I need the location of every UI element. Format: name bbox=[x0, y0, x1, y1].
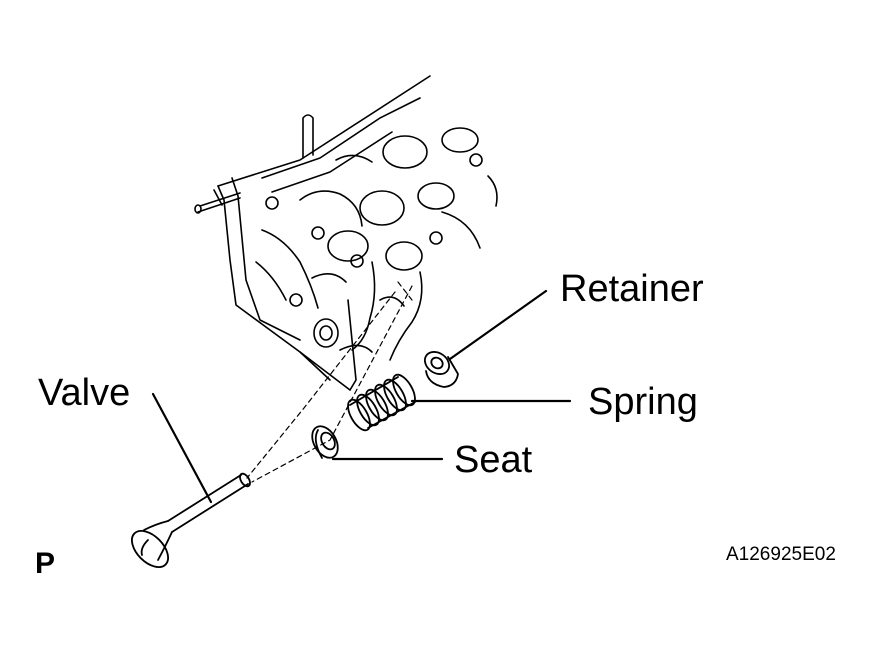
spring-label: Spring bbox=[588, 381, 698, 423]
valve-label: Valve bbox=[38, 372, 130, 414]
retainer-leader bbox=[448, 289, 548, 361]
retainer-label: Retainer bbox=[560, 268, 704, 310]
valve-part bbox=[131, 472, 251, 568]
seat-part bbox=[311, 425, 339, 459]
figure-code: A126925E02 bbox=[726, 544, 836, 565]
view-mark: P bbox=[35, 547, 55, 580]
retainer-part bbox=[424, 351, 459, 388]
valve-leader bbox=[151, 392, 213, 504]
spring-part bbox=[347, 373, 416, 432]
alignment-guides bbox=[246, 281, 413, 483]
seat-label: Seat bbox=[454, 439, 533, 481]
leader-lines bbox=[151, 289, 572, 504]
cylinder-head-drawing bbox=[194, 75, 498, 391]
